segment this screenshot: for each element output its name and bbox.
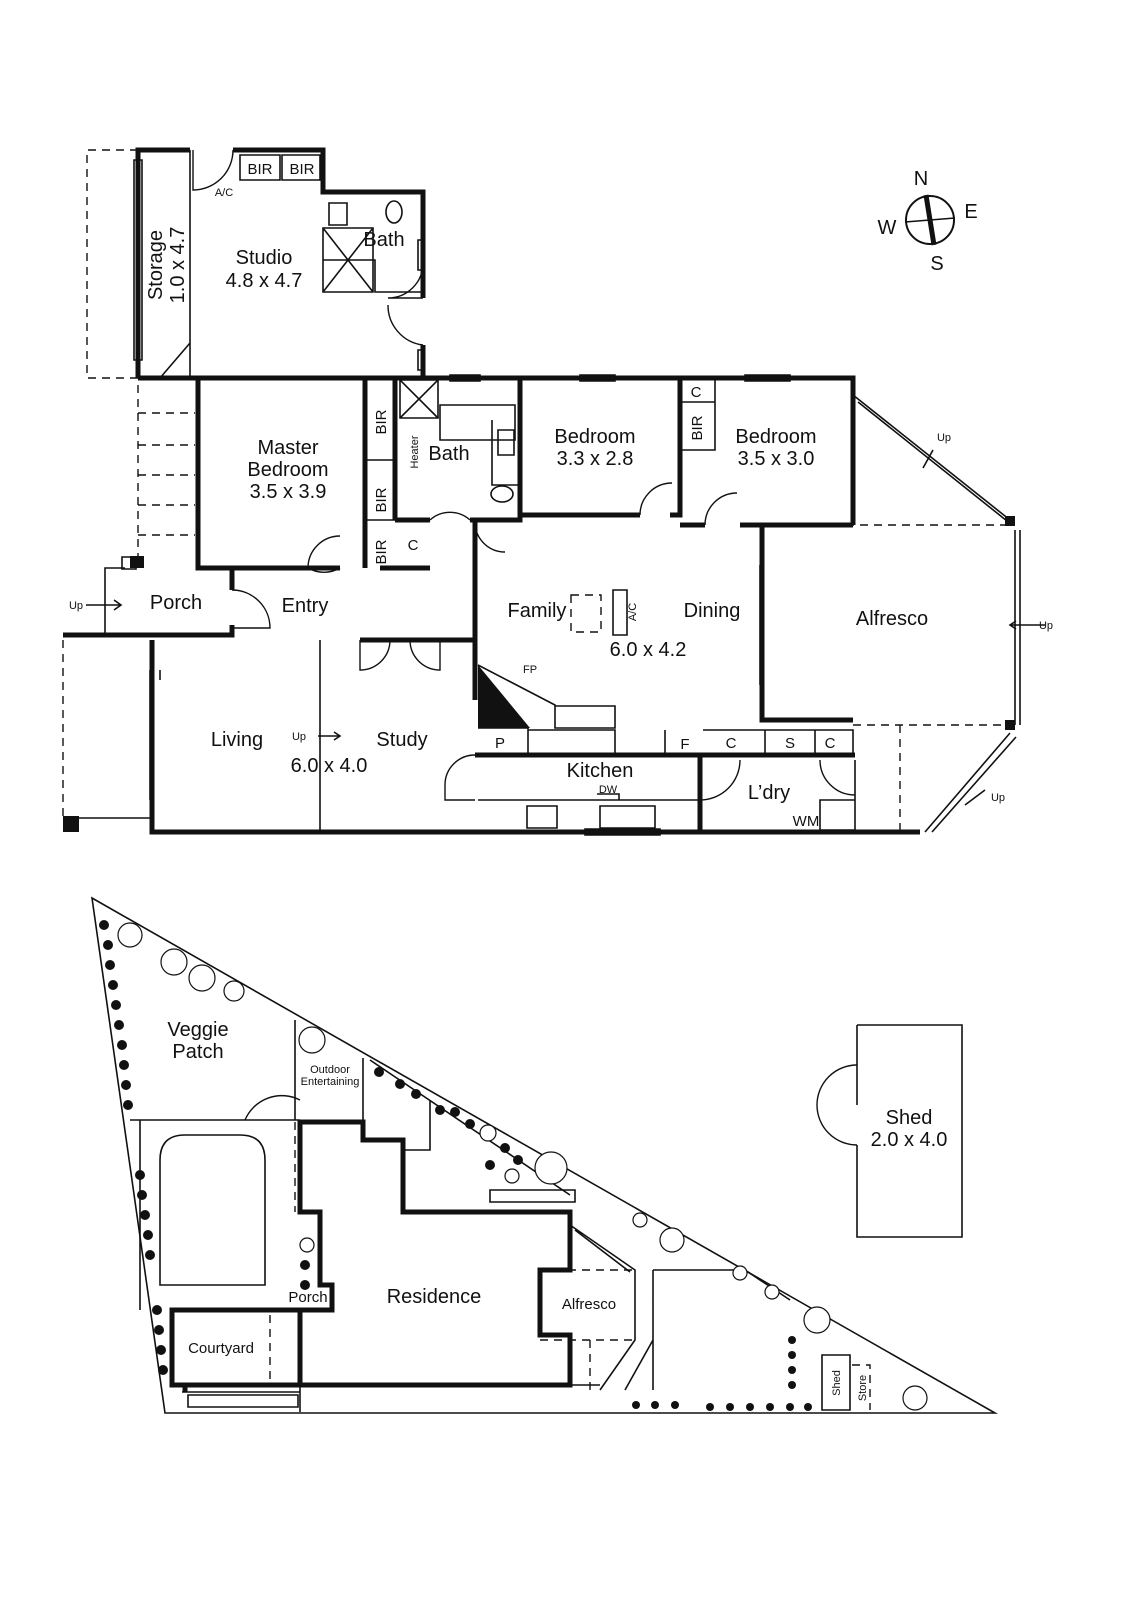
fireplace-label: FP bbox=[523, 664, 537, 676]
kitchen-label: Kitchen bbox=[567, 760, 634, 782]
studio-bath-label: Bath bbox=[363, 229, 404, 251]
master-label-2: Bedroom bbox=[247, 459, 328, 481]
up-label-porch: Up bbox=[69, 600, 83, 612]
washing-machine-label: WM bbox=[793, 813, 820, 830]
shed-size: 2.0 x 4.0 bbox=[871, 1129, 948, 1151]
compass-e: E bbox=[964, 201, 977, 223]
bedroom3-label: Bedroom bbox=[735, 426, 816, 448]
bedroom3-bir: BIR bbox=[689, 415, 706, 440]
heater-label: Heater bbox=[409, 435, 421, 468]
veggie-patch-label-2: Patch bbox=[172, 1041, 223, 1063]
site-plan: Veggie Patch Outdoor Entertaining Reside… bbox=[90, 896, 999, 1414]
small-shed-label: Shed bbox=[831, 1370, 843, 1396]
dishwasher-label: DW bbox=[599, 784, 618, 796]
studio-bir-1: BIR bbox=[247, 161, 272, 178]
master-bir-3: BIR bbox=[373, 539, 390, 564]
living-label: Living bbox=[211, 729, 263, 751]
up-label-alfresco-se: Up bbox=[991, 792, 1005, 804]
storage-label: Storage bbox=[145, 230, 167, 300]
upper-floor-plan bbox=[62, 147, 1045, 836]
compass-s: S bbox=[930, 253, 943, 275]
bushes bbox=[99, 920, 812, 1411]
master-label-1: Master bbox=[257, 437, 318, 459]
site-porch-label: Porch bbox=[288, 1289, 327, 1306]
compass-n: N bbox=[914, 168, 928, 190]
veggie-patch-label-1: Veggie bbox=[167, 1019, 228, 1041]
bedroom2-size: 3.3 x 2.8 bbox=[557, 448, 634, 470]
outdoor-entertaining-label-2: Entertaining bbox=[301, 1076, 360, 1088]
living-study-size: 6.0 x 4.0 bbox=[291, 755, 368, 777]
laundry-label: L’dry bbox=[748, 782, 790, 804]
sink-label: S bbox=[785, 735, 795, 752]
residence-label: Residence bbox=[387, 1286, 482, 1308]
storage-size: 1.0 x 4.7 bbox=[167, 227, 189, 304]
alfresco-label: Alfresco bbox=[856, 608, 928, 630]
family-ac: A/C bbox=[627, 603, 639, 621]
compass-icon bbox=[904, 194, 956, 246]
store-label: Store bbox=[857, 1375, 869, 1401]
bedroom3-cupboard: C bbox=[691, 384, 702, 401]
bedroom2-label: Bedroom bbox=[554, 426, 635, 448]
pantry-label: P bbox=[495, 735, 505, 752]
cupboard-2: C bbox=[825, 735, 836, 752]
linen-cupboard: C bbox=[408, 537, 419, 554]
study-label: Study bbox=[376, 729, 427, 751]
cupboard-1: C bbox=[726, 735, 737, 752]
family-dining-size: 6.0 x 4.2 bbox=[610, 639, 687, 661]
porch-label: Porch bbox=[150, 592, 202, 614]
bath-label: Bath bbox=[428, 443, 469, 465]
entry-label: Entry bbox=[282, 595, 329, 617]
master-bir-2: BIR bbox=[373, 487, 390, 512]
master-bir-1: BIR bbox=[373, 409, 390, 434]
trees bbox=[117, 922, 928, 1411]
shed-label: Shed bbox=[886, 1107, 933, 1129]
studio-bir-2: BIR bbox=[289, 161, 314, 178]
up-label-alfresco-ne: Up bbox=[937, 432, 951, 444]
site-alfresco-label: Alfresco bbox=[562, 1296, 616, 1313]
master-size: 3.5 x 3.9 bbox=[250, 481, 327, 503]
up-label-alfresco-e: Up bbox=[1039, 620, 1053, 632]
courtyard-label: Courtyard bbox=[188, 1340, 254, 1357]
upper-labels: Storage 1.0 x 4.7 Studio 4.8 x 4.7 BIR B… bbox=[69, 161, 1053, 830]
compass-w: W bbox=[878, 217, 897, 239]
bedroom3-size: 3.5 x 3.0 bbox=[738, 448, 815, 470]
studio-label: Studio bbox=[236, 247, 293, 269]
dining-label: Dining bbox=[684, 600, 741, 622]
family-label: Family bbox=[508, 600, 567, 622]
up-label-living: Up bbox=[292, 731, 306, 743]
studio-ac: A/C bbox=[215, 187, 233, 199]
fridge-label: F bbox=[680, 736, 689, 753]
outdoor-entertaining-label-1: Outdoor bbox=[310, 1064, 350, 1076]
studio-size: 4.8 x 4.7 bbox=[226, 270, 303, 292]
